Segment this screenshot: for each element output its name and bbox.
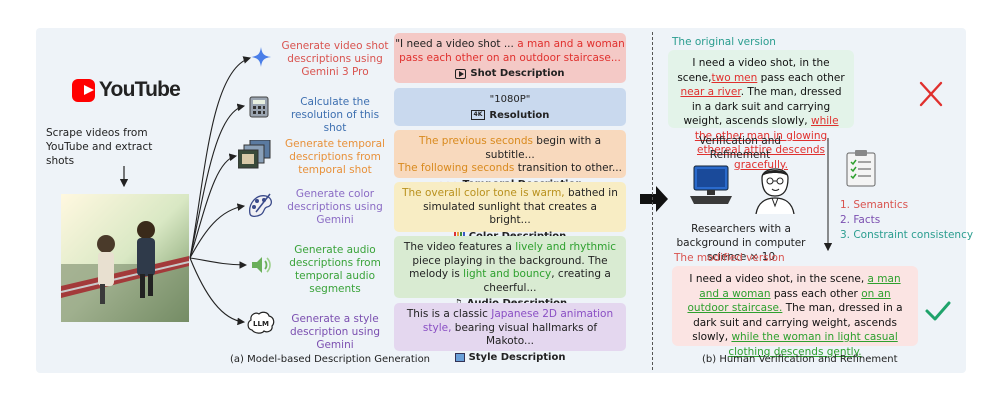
youtube-play-icon <box>72 78 95 102</box>
step-temporal-label: Generate temporal descriptions from temp… <box>285 138 385 176</box>
resolution-title: Resolution <box>489 109 550 121</box>
temporal-hl-1: The previous seconds <box>418 135 533 147</box>
modified-version-label: The modified version <box>674 252 785 264</box>
color-text: bathed in simulated sunlight that create… <box>423 187 618 226</box>
check-icon <box>925 301 951 321</box>
audio-text-2: piece playing in the background. The mel… <box>409 254 608 281</box>
film-frames-icon <box>238 140 271 169</box>
original-version-box: I need a video shot, in the scene,two me… <box>668 50 854 171</box>
resolution-value: "1080P" <box>489 94 531 105</box>
mod-text-1: I need a video shot, in the scene, <box>689 273 868 285</box>
step-resolution-label: Calculate the resolution of this shot <box>290 96 380 134</box>
step-shot-label: Generate video shot descriptions using G… <box>281 40 389 78</box>
llm-brain-icon: LLM <box>247 311 275 334</box>
youtube-wordmark: YouTube <box>98 78 181 101</box>
right-caption: (b) Human Verification and Refinement <box>702 354 898 365</box>
audio-hl-1: lively and rhythmic <box>515 241 617 253</box>
image-icon <box>454 352 465 362</box>
check-facts: 2. Facts <box>840 214 881 226</box>
orig-err-1: two men <box>711 71 758 84</box>
original-version-label: The original version <box>672 36 776 48</box>
color-hl: The overall color tone is warm, <box>402 187 565 199</box>
svg-text:LLM: LLM <box>253 320 269 328</box>
modified-version-box: I need a video shot, in the scene, a man… <box>672 266 918 358</box>
orig-err-2: near a river <box>680 86 741 98</box>
youtube-logo: YouTube <box>72 76 181 104</box>
anime-shot-image <box>61 194 189 322</box>
big-right-arrow <box>640 186 668 212</box>
fan-arrow-4 <box>189 203 246 259</box>
mod-fix-1: a man and a woman <box>699 273 901 300</box>
cross-icon <box>919 81 943 107</box>
gemini-star-icon <box>251 47 271 67</box>
researchers-label: Researchers with a background in compute… <box>676 223 806 263</box>
shot-desc-text: "I need a video shot ... <box>395 38 518 50</box>
orig-text-1: I need a video shot, in the scene, <box>677 57 830 84</box>
left-caption: (a) Model-based Description Generation <box>230 354 431 365</box>
calculator-icon <box>249 96 269 118</box>
shot-desc-title: Shot Description <box>470 68 565 79</box>
fan-arrow-5 <box>189 257 248 269</box>
shot-desc-highlight: a man and a woman pass each other on an … <box>399 38 625 64</box>
temporal-text-1: begin with a subtitle... <box>485 135 602 161</box>
section-divider <box>652 32 653 370</box>
4k-icon: 4K <box>470 110 486 121</box>
orig-text-2: pass each other <box>757 71 845 84</box>
check-constraint: 3. Constraint consistency <box>840 229 974 241</box>
orig-err-3: while the other man in glowing ethereal … <box>694 115 839 171</box>
temporal-hl-2: The following seconds <box>398 162 515 174</box>
style-description-box: This is a classic Japanese 2D animation … <box>394 303 626 363</box>
audio-hl-2: light and bouncy <box>463 268 552 280</box>
play-icon <box>455 68 467 79</box>
mod-fix-3: while the woman in light casual clothing… <box>728 331 898 358</box>
mod-text-2: pass each other <box>770 287 862 300</box>
fan-arrow-6 <box>189 257 246 326</box>
style-title: Style Description <box>468 351 566 363</box>
audio-text-1: The video features a <box>403 241 516 253</box>
shot-description-box: "I need a video shot ... a man and a wom… <box>394 33 626 83</box>
style-hl: Japanese 2D animation style, <box>422 308 614 334</box>
fan-arrow-1 <box>189 56 252 259</box>
orig-text-3: . The man, dressed in a dark suit and ca… <box>683 86 842 127</box>
computer-icon <box>690 165 732 204</box>
mod-text-3: The man, dressed in a dark suit and carr… <box>692 302 903 343</box>
fan-arrow-3 <box>189 153 238 259</box>
step-audio-label: Generate audio descriptions from tempora… <box>289 244 381 295</box>
fan-arrow-2 <box>189 103 246 259</box>
check-semantics: 1. Semantics <box>840 199 909 211</box>
scrape-text: Scrape videos from YouTube and extract s… <box>46 127 153 167</box>
temporal-description-box: The previous seconds begin with a subtit… <box>394 130 626 190</box>
audio-description-box: The video features a lively and rhythmic… <box>394 236 626 310</box>
style-text-2: bearing visual hallmarks of Makoto... <box>451 321 598 348</box>
color-palette-icon <box>249 193 273 218</box>
step-style-label: Generate a style description using Gemin… <box>289 313 381 351</box>
mod-fix-2: on an outdoor staircase. <box>687 287 891 315</box>
audio-text-3: , creating a cheerful... <box>483 268 611 294</box>
researcher-avatar-icon <box>755 168 795 214</box>
verification-label: Verification and Refinement <box>698 135 782 161</box>
step-color-label: Generate color descriptions using Gemini <box>287 188 383 226</box>
temporal-text-2: transition to other... <box>514 162 622 174</box>
checklist-icon <box>846 150 876 187</box>
speaker-icon <box>252 257 271 273</box>
style-text-1: This is a classic <box>406 308 492 320</box>
color-description-box: The overall color tone is warm, bathed i… <box>394 182 626 242</box>
